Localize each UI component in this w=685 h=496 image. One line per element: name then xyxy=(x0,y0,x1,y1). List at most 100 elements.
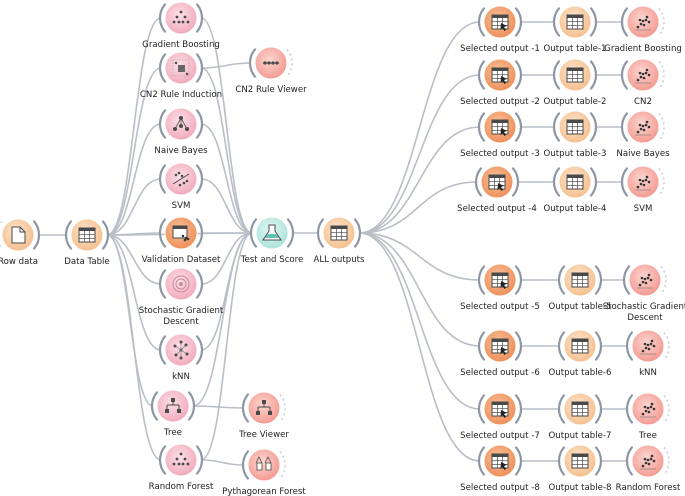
output-channel-arc[interactable] xyxy=(514,331,523,361)
input-channel-arc[interactable] xyxy=(316,218,325,248)
input-channel-arc[interactable] xyxy=(552,60,561,90)
input-channel-arc[interactable] xyxy=(477,112,486,142)
link-data_table-to-sgd[interactable] xyxy=(106,234,162,285)
node-sel8[interactable]: Selected output -8 xyxy=(460,444,540,493)
input-channel-arc[interactable] xyxy=(249,218,258,248)
input-channel-arc[interactable] xyxy=(620,112,629,142)
input-channel-arc[interactable] xyxy=(620,7,629,37)
node-ot6[interactable]: Output table-6 xyxy=(549,329,612,378)
node-ts[interactable]: Test and Score xyxy=(240,216,304,265)
node-row-data[interactable]: Row data xyxy=(0,218,41,267)
input-channel-arc[interactable] xyxy=(552,167,561,197)
node-ot2[interactable]: Output table-2 xyxy=(544,58,607,107)
input-channel-arc[interactable] xyxy=(241,393,250,423)
link-allout-to-sel5[interactable] xyxy=(358,232,481,281)
output-channel-arc[interactable] xyxy=(658,60,665,90)
output-channel-arc[interactable] xyxy=(594,394,603,424)
input-channel-arc[interactable] xyxy=(158,164,167,194)
node-body[interactable] xyxy=(156,389,190,423)
node-sel5[interactable]: Selected output -5 xyxy=(460,263,540,312)
output-channel-arc[interactable] xyxy=(286,48,293,78)
node-tree[interactable]: Tree xyxy=(150,389,196,438)
output-channel-arc[interactable] xyxy=(589,112,598,142)
input-channel-arc[interactable] xyxy=(625,446,634,476)
output-channel-arc[interactable] xyxy=(514,60,523,90)
output-channel-arc[interactable] xyxy=(195,164,204,194)
output-channel-arc[interactable] xyxy=(589,7,598,37)
node-body[interactable] xyxy=(247,448,281,482)
output-channel-arc[interactable] xyxy=(514,394,523,424)
input-channel-arc[interactable] xyxy=(158,269,167,299)
input-channel-arc[interactable] xyxy=(158,3,167,33)
node-cn2[interactable]: CN2 Rule Induction xyxy=(140,51,222,100)
node-sel3[interactable]: Selected output -3 xyxy=(460,110,540,159)
input-channel-arc[interactable] xyxy=(248,48,257,78)
input-channel-arc[interactable] xyxy=(150,391,159,421)
output-channel-arc[interactable] xyxy=(663,331,670,361)
input-channel-arc[interactable] xyxy=(477,7,486,37)
input-channel-arc[interactable] xyxy=(158,445,167,475)
input-channel-arc[interactable] xyxy=(557,265,566,295)
link-sgd-to-ts[interactable] xyxy=(200,232,253,285)
input-channel-arc[interactable] xyxy=(557,394,566,424)
node-ot8[interactable]: Output table-8 xyxy=(549,444,612,493)
input-channel-arc[interactable] xyxy=(64,220,73,250)
node-sp8[interactable]: Random Forest xyxy=(616,444,681,493)
node-body[interactable] xyxy=(164,1,198,35)
node-sp2[interactable]: CN2 xyxy=(620,58,665,107)
output-channel-arc[interactable] xyxy=(663,446,670,476)
node-sp6[interactable]: kNN xyxy=(625,329,670,378)
link-data_table-to-svm[interactable] xyxy=(106,178,162,236)
link-rf-to-pyth[interactable] xyxy=(200,459,245,466)
link-cn2-to-ts[interactable] xyxy=(200,67,253,234)
output-channel-arc[interactable] xyxy=(658,7,665,37)
node-rf[interactable]: Random Forest xyxy=(149,443,214,492)
link-rf-to-ts[interactable] xyxy=(200,232,253,461)
node-treev[interactable]: Tree Viewer xyxy=(238,391,289,440)
output-channel-arc[interactable] xyxy=(658,167,665,197)
node-val[interactable]: Validation Dataset xyxy=(142,216,221,265)
output-channel-arc[interactable] xyxy=(195,109,204,139)
input-channel-arc[interactable] xyxy=(477,265,486,295)
output-channel-arc[interactable] xyxy=(195,445,204,475)
link-cn2-to-cn2v[interactable] xyxy=(200,62,252,69)
input-channel-arc[interactable] xyxy=(477,446,486,476)
link-data_table-to-rf[interactable] xyxy=(106,234,162,461)
output-channel-arc[interactable] xyxy=(594,265,603,295)
link-knn-to-ts[interactable] xyxy=(200,232,253,351)
output-channel-arc[interactable] xyxy=(195,269,204,299)
input-channel-arc[interactable] xyxy=(625,394,634,424)
node-sp4[interactable]: SVM xyxy=(620,165,665,214)
output-channel-arc[interactable] xyxy=(594,331,603,361)
link-data_table-to-cn2[interactable] xyxy=(106,67,162,236)
input-channel-arc[interactable] xyxy=(474,167,483,197)
output-channel-arc[interactable] xyxy=(353,218,362,248)
input-channel-arc[interactable] xyxy=(552,7,561,37)
input-channel-arc[interactable] xyxy=(241,450,250,480)
output-channel-arc[interactable] xyxy=(195,53,204,83)
node-gb[interactable]: Gradient Boosting xyxy=(142,1,220,50)
link-allout-to-sel4[interactable] xyxy=(358,181,478,234)
output-channel-arc[interactable] xyxy=(514,446,523,476)
input-channel-arc[interactable] xyxy=(622,265,631,295)
output-channel-arc[interactable] xyxy=(279,450,286,480)
output-channel-arc[interactable] xyxy=(32,220,41,250)
node-pyth[interactable]: Pythagorean Forest xyxy=(222,448,306,496)
link-svm-to-ts[interactable] xyxy=(200,178,253,234)
input-channel-arc[interactable] xyxy=(0,220,3,250)
input-channel-arc[interactable] xyxy=(552,112,561,142)
node-sel2[interactable]: Selected output -2 xyxy=(460,58,540,107)
output-channel-arc[interactable] xyxy=(187,391,196,421)
node-ot5[interactable]: Output table-5 xyxy=(549,263,612,312)
node-nb[interactable]: Naive Bayes xyxy=(154,107,208,156)
node-ot7[interactable]: Output table-7 xyxy=(549,392,612,441)
link-allout-to-sel6[interactable] xyxy=(358,232,481,347)
node-ot1[interactable]: Output table-1 xyxy=(544,5,607,54)
link-allout-to-sel2[interactable] xyxy=(358,74,481,234)
output-channel-arc[interactable] xyxy=(195,335,204,365)
output-channel-arc[interactable] xyxy=(286,218,295,248)
output-channel-arc[interactable] xyxy=(514,265,523,295)
node-knn[interactable]: kNN xyxy=(158,333,204,382)
